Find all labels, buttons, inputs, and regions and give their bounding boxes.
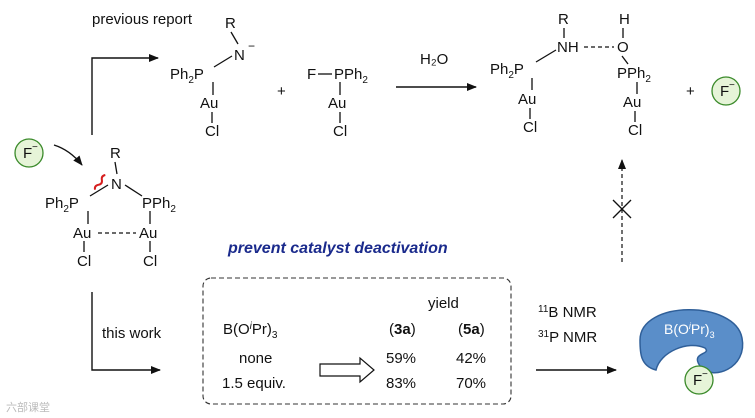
prod-Ph2P: Ph2P bbox=[490, 61, 524, 81]
bond-R-N bbox=[114, 161, 118, 175]
catalyst-Cl-left: Cl bbox=[77, 253, 91, 270]
prod-O: O bbox=[617, 39, 629, 56]
row-none-label: none bbox=[239, 350, 272, 367]
fluoride-charge: − bbox=[702, 369, 708, 380]
fluoride-badge-left: F − bbox=[14, 138, 44, 168]
yield-header: yield bbox=[428, 295, 459, 312]
prod-Au-right: Au bbox=[623, 94, 641, 111]
fluoride-symbol: F bbox=[720, 83, 729, 100]
yield-5a-none: 42% bbox=[456, 350, 486, 367]
fluoride-circle bbox=[14, 138, 44, 168]
yield-table-box bbox=[202, 277, 512, 405]
frag1-charge: − bbox=[248, 39, 255, 53]
plus-sign-1: + bbox=[277, 83, 286, 100]
frag1-N: N bbox=[234, 47, 245, 64]
fluoride-charge: − bbox=[729, 80, 735, 91]
water-label: H₂O bbox=[420, 51, 448, 68]
col-5a-header: (5a) bbox=[458, 321, 485, 338]
bond-N-P-left bbox=[89, 184, 109, 197]
arrow-this-work-branch bbox=[91, 292, 161, 374]
catalyst-structure: R N Ph2P PPh2 Au Au Cl Cl bbox=[45, 145, 176, 270]
fluoride-symbol: F bbox=[23, 145, 32, 162]
row-equiv-label: 1.5 equiv. bbox=[222, 375, 286, 392]
fluorophosphine-gold-fragment: F PPh2 Au Cl bbox=[307, 66, 368, 140]
fluoride-charge: − bbox=[32, 142, 38, 153]
prod-NH: NH bbox=[557, 39, 579, 56]
borate-host-shape bbox=[639, 309, 744, 374]
fluoride-circle bbox=[684, 365, 714, 395]
nmr-boron-label: 11B NMR bbox=[538, 304, 597, 321]
prevent-deactivation-label: prevent catalyst deactivation bbox=[227, 240, 448, 257]
frag1-bond-R-N bbox=[230, 31, 239, 45]
prod-Cl-right: Cl bbox=[628, 122, 642, 139]
catalyst-Cl-right: Cl bbox=[143, 253, 157, 270]
frag2-F: F bbox=[307, 66, 316, 83]
frag2-Au: Au bbox=[328, 95, 346, 112]
fluoride-symbol: F bbox=[693, 372, 702, 389]
catalyst-Au-left: Au bbox=[73, 225, 91, 242]
amide-gold-fragment: R N − Ph2P Au Cl bbox=[170, 15, 255, 140]
prod-H: H bbox=[619, 11, 630, 28]
frag1-Cl: Cl bbox=[205, 123, 219, 140]
borate-label: B(OiPr)3 bbox=[664, 321, 715, 340]
fluoride-badge-trapped: F − bbox=[684, 365, 714, 395]
nmr-phosphorus-label: 31P NMR bbox=[538, 329, 597, 346]
col-3a-header: (3a) bbox=[389, 321, 416, 338]
arrow-previous-branch bbox=[91, 54, 159, 135]
yield-5a-equiv: 70% bbox=[456, 375, 486, 392]
blocked-x-icon bbox=[612, 199, 632, 219]
prod-R: R bbox=[558, 11, 569, 28]
frag2-PPh2: PPh2 bbox=[334, 66, 368, 86]
attack-arrow bbox=[53, 144, 83, 166]
fluoride-badge-product: F − bbox=[711, 76, 741, 106]
additive-header: B(OiPr)3 bbox=[223, 321, 278, 341]
catalyst-R: R bbox=[110, 145, 121, 162]
prod-PPh2: PPh2 bbox=[617, 65, 651, 85]
open-arrow-icon bbox=[319, 356, 375, 384]
hydrolysis-product: R NH H O Ph2P PPh2 Au Au Cl Cl bbox=[490, 11, 651, 139]
fluoride-circle bbox=[711, 76, 741, 106]
previous-report-label: previous report bbox=[92, 11, 193, 28]
cleavage-wavy-line bbox=[93, 174, 106, 190]
prod-Au-left: Au bbox=[518, 91, 536, 108]
prod-bond-N-P bbox=[535, 49, 557, 63]
bond-N-P-right bbox=[124, 184, 143, 197]
this-work-label: this work bbox=[102, 325, 162, 342]
prod-Cl-left: Cl bbox=[523, 119, 537, 136]
prod-bond-O-P bbox=[621, 55, 629, 65]
frag1-Au: Au bbox=[200, 95, 218, 112]
catalyst-Au-right: Au bbox=[139, 225, 157, 242]
frag1-bond-N-P bbox=[213, 55, 233, 68]
frag1-R: R bbox=[225, 15, 236, 32]
watermark: 六部课堂 bbox=[6, 400, 50, 414]
frag1-Ph2P: Ph2P bbox=[170, 66, 204, 86]
yield-3a-equiv: 83% bbox=[386, 375, 416, 392]
catalyst-PPh2-right: PPh2 bbox=[142, 195, 176, 215]
plus-sign-2: + bbox=[686, 83, 695, 100]
catalyst-N: N bbox=[111, 176, 122, 193]
catalyst-Ph2P-left: Ph2P bbox=[45, 195, 79, 215]
frag2-Cl: Cl bbox=[333, 123, 347, 140]
yield-3a-none: 59% bbox=[386, 350, 416, 367]
